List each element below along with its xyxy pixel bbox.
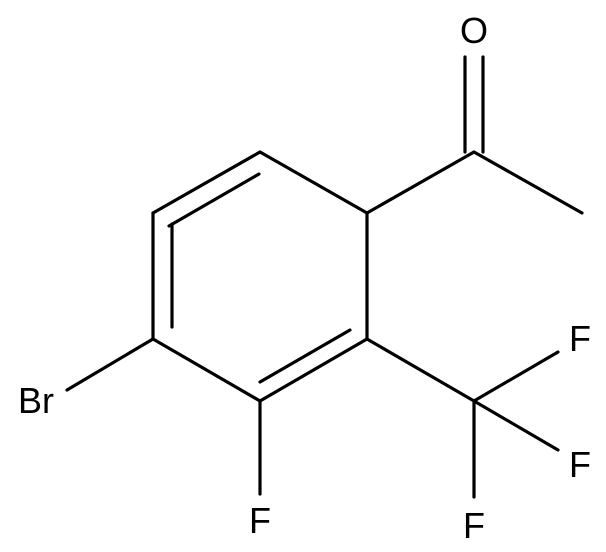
bond-ring-lower-right-inner <box>258 328 352 384</box>
bond-cf3-f-mid <box>472 399 560 452</box>
atom-label-fluorine-ring: F <box>249 500 271 541</box>
atom-label-oxygen: O <box>460 10 488 51</box>
bond-cf3-f-top <box>472 350 560 403</box>
bond-ring-top <box>151 150 262 215</box>
bond-ring-cf3 <box>365 337 476 403</box>
bond-ring-upper-right <box>258 150 369 215</box>
bond-ring-lower-right <box>258 337 369 403</box>
bond-c-br <box>65 337 155 392</box>
bond-ring-carbonyl <box>365 150 476 215</box>
atom-label-fluorine-cf3-bottom: F <box>463 505 485 546</box>
bond-methyl <box>472 150 584 215</box>
atom-label-fluorine-cf3-mid: F <box>569 444 591 485</box>
bond-ring-top-inner <box>167 172 261 228</box>
bond-ring-lower-left <box>151 337 262 403</box>
atom-label-fluorine-cf3-top: F <box>569 318 591 359</box>
atom-label-bromine: Br <box>18 380 54 421</box>
